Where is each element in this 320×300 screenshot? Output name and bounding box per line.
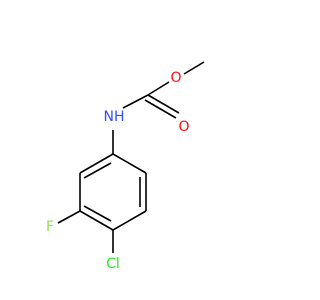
bond-carbonyl-c-o-double-a — [147, 94, 180, 114]
ring-bond-c3-c4 — [79, 210, 114, 231]
bond-ring-fluorine — [57, 210, 81, 224]
atom-label-fluorine: F — [46, 219, 54, 235]
diagram-background — [0, 0, 300, 300]
bond-carbonyl-c-n — [122, 94, 149, 109]
ring-bond-c1-c2 — [79, 153, 114, 174]
ring-bond-c3-c4-inner — [83, 205, 112, 222]
atom-label-methyl-o: O — [170, 70, 181, 86]
atom-label-chlorine: Cl — [106, 256, 120, 272]
ring-bond-c6-c1 — [112, 153, 147, 174]
bond-methyl-o — [183, 61, 205, 75]
ring-bond-c1-c2-inner — [83, 162, 112, 179]
molecule-structure-diagram: O O NH F Cl — [0, 0, 300, 300]
ring-bond-c4-c5 — [112, 210, 147, 231]
bond-o-carbonyl-c — [147, 81, 170, 96]
atom-label-carbonyl-o: O — [178, 119, 189, 135]
bond-carbonyl-c-o-double-b — [144, 99, 177, 119]
atom-label-nh: NH — [104, 109, 125, 125]
